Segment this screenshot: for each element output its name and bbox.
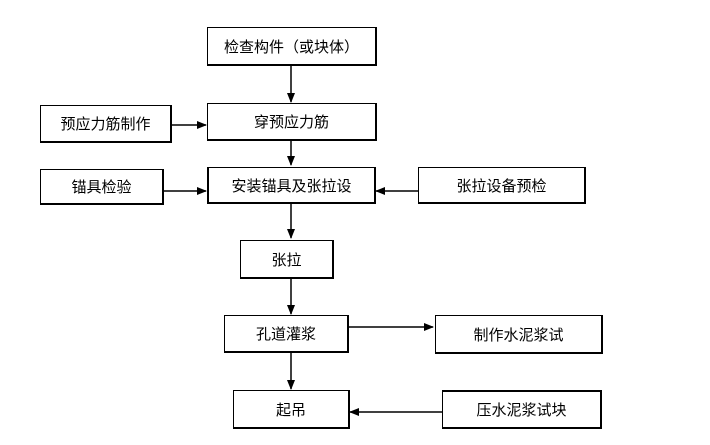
- node-tension: 张拉: [240, 240, 334, 279]
- node-prestress-make: 预应力筋制作: [40, 105, 172, 143]
- node-anchor-test: 锚具检验: [40, 169, 164, 205]
- node-inspect: 检查构件（或块体）: [207, 27, 377, 66]
- node-lift: 起吊: [233, 390, 350, 429]
- node-press-block: 压水泥浆试块: [442, 390, 602, 429]
- node-make-mortar: 制作水泥浆试: [435, 315, 603, 354]
- node-thread: 穿预应力筋: [207, 103, 377, 141]
- node-grout: 孔道灌浆: [224, 315, 349, 353]
- node-equip-check: 张拉设备预检: [418, 167, 586, 204]
- node-install: 安装锚具及张拉设: [207, 167, 376, 204]
